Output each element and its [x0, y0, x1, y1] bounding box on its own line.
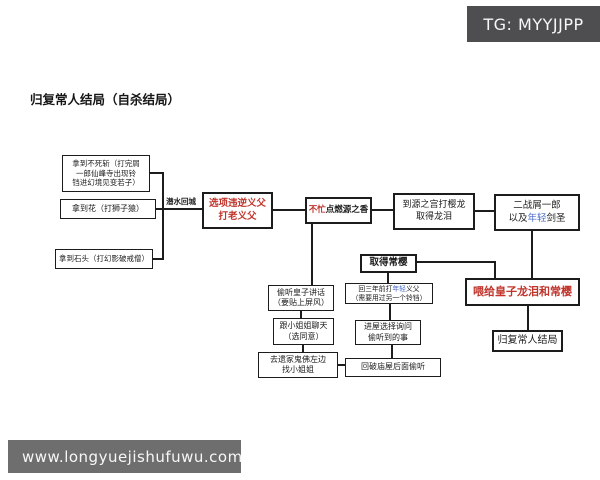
node-three-years-owl: 回三年前打年轻义父 （需要用过另一个铃铛） [345, 283, 433, 304]
node-eavesdrop-prince: 偷听皇子讲话 （要贴上屏风） [268, 285, 334, 311]
node-find-lady: 去遗冢鬼佛左边 找小姐姐 [258, 352, 338, 378]
connector-line [372, 209, 393, 211]
watermark-bottom-banner: www.longyuejishufuwu.com [8, 440, 242, 473]
node-three-years-line2: （需要用过另一个铃铛） [351, 293, 427, 302]
connector-line [494, 261, 496, 278]
node-second-battle: 二战屑一郎 以及年轻剑圣 [494, 194, 580, 231]
node-feed-prince: 喂给皇子龙泪和常樱 [465, 278, 580, 306]
connector-line [391, 344, 393, 358]
node-defy-father: 选项违逆义父 打老义父 [202, 192, 273, 229]
watermark-top-banner: TG: MYYJJPP [467, 6, 600, 42]
node-ask-overheard: 进屋选择询问 偷听到的事 [355, 320, 421, 345]
node-incense-black-text: 点燃源之香 [325, 205, 369, 216]
connector-line [389, 303, 391, 320]
node-temple-eavesdrop: 回破庙屋后面偷听 [345, 358, 441, 377]
connector-line [311, 224, 313, 285]
connector-line [162, 172, 164, 260]
connector-line [337, 364, 346, 366]
node-incense: 不忙点燃源之香 [305, 197, 372, 224]
connector-line [417, 261, 496, 263]
node-get-mortal-blade: 拿到不死斩（打完屑 一郎仙峰寺出现铃 铛进幻境见变若子） [62, 155, 150, 192]
connector-line [527, 306, 529, 330]
connector-line [302, 344, 304, 353]
connector-line [150, 172, 164, 174]
node-chat-lady: 跟小姐姐聊天 （选同意） [273, 318, 334, 345]
page-title: 归复常人结局（自杀结局） [30, 92, 181, 107]
connector-line [153, 258, 164, 260]
node-get-everblossom: 取得常樱 [360, 254, 417, 273]
node-get-stone: 拿到石头（打幻影破戒僧） [55, 249, 153, 269]
node-second-battle-line1: 二战屑一郎 [513, 200, 561, 212]
connector-line [156, 208, 202, 210]
node-second-battle-line2: 以及年轻剑圣 [508, 212, 566, 224]
node-incense-red-text: 不忙 [308, 205, 326, 216]
connector-line [273, 209, 305, 211]
connector-line [300, 310, 302, 319]
edge-label-dive-return: 潜水回城 [166, 197, 196, 206]
node-dragon-tears: 到源之宫打樱龙 取得龙泪 [393, 193, 475, 230]
node-three-years-line1: 回三年前打年轻义父 [358, 284, 420, 293]
connector-line [531, 231, 533, 278]
connector-line [387, 272, 389, 283]
node-ending: 归复常人结局 [492, 330, 563, 352]
node-get-flower: 拿到花（打狮子猿） [60, 199, 156, 219]
connector-line [475, 210, 494, 212]
